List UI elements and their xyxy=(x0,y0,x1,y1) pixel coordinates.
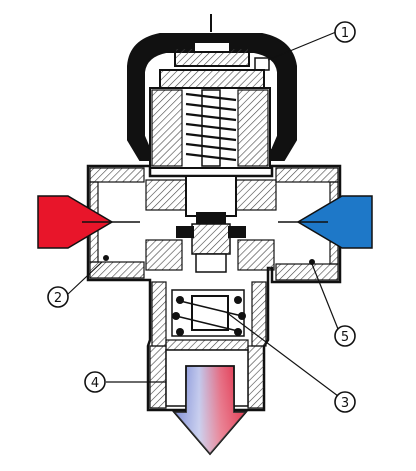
leader-lines xyxy=(67,31,341,397)
spindle-assembly xyxy=(149,41,271,169)
red-arrow-icon xyxy=(37,195,140,249)
svg-text:4: 4 xyxy=(91,376,99,391)
svg-text:1: 1 xyxy=(341,26,349,41)
svg-text:5: 5 xyxy=(341,330,349,345)
thermostatic-element xyxy=(176,175,246,273)
blue-arrow-icon xyxy=(278,195,373,249)
gradient-arrow-icon xyxy=(172,365,248,456)
svg-text:3: 3 xyxy=(341,396,349,411)
callout-3: 3 xyxy=(334,391,356,413)
callout-5: 5 xyxy=(334,325,356,347)
svg-text:2: 2 xyxy=(54,291,62,306)
callout-2: 2 xyxy=(47,286,69,308)
return-spring xyxy=(171,289,246,337)
callout-4: 4 xyxy=(84,371,106,393)
callout-1: 1 xyxy=(334,21,356,43)
